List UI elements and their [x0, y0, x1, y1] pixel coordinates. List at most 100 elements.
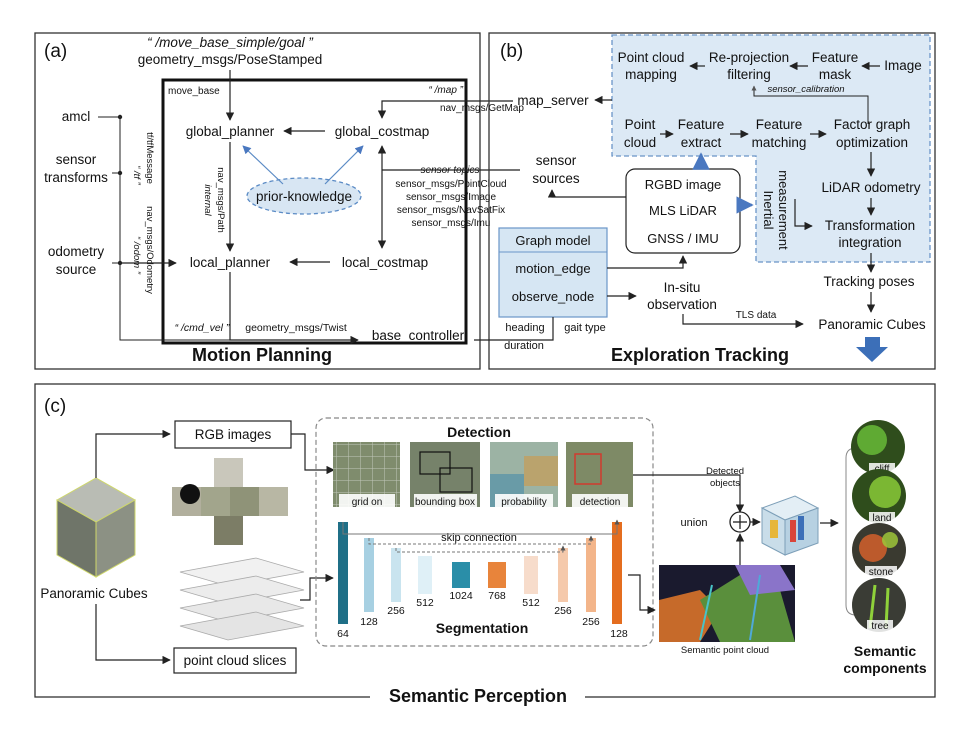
prior-knowledge-label: prior-knowledge: [256, 189, 352, 204]
thumb-label-probability: probability: [501, 497, 547, 508]
unet-block-6: [488, 562, 506, 588]
point-cloud-line2: cloud: [624, 135, 656, 150]
panoramic-cube-image: [55, 477, 137, 578]
global-costmap-node: global_costmap: [335, 124, 430, 139]
heading-label: heading: [505, 322, 544, 334]
detection-segmentation-region: [315, 417, 654, 647]
pc-mapping-line2: mapping: [625, 67, 677, 82]
factor-graph-line2: optimization: [836, 135, 908, 150]
panel-b-label: (b): [500, 41, 523, 62]
panel-motion-planning: (a) “ /move_base_simple/goal ” geometry_…: [34, 32, 589, 370]
move-base-label: move_base: [168, 86, 220, 97]
detection-thumbnails: grid on bounding box probability detecti…: [333, 442, 633, 509]
unet-channel-label-4: 512: [416, 597, 434, 609]
gait-type-label: gait type: [564, 322, 606, 334]
getmap-label: nav_msgs/GetMap: [440, 103, 524, 114]
unet-channel-label-2: 128: [360, 616, 378, 628]
inertial-line1: Inertial: [761, 190, 776, 229]
factor-graph-line1: Factor graph: [834, 117, 911, 132]
semantic-components: cliff land stone tree: [851, 420, 906, 632]
tracking-pipeline-region: [611, 34, 931, 263]
skip-connection-line-1: [342, 519, 620, 535]
detected-objects-line2: objects: [710, 478, 740, 489]
panel-c-label: (c): [44, 396, 66, 417]
unet-block-5: [452, 562, 470, 588]
unet-channel-label-3: 256: [387, 605, 405, 617]
motion-planning-title: Motion Planning: [192, 345, 332, 365]
unet-block-7: [524, 556, 538, 594]
semantic-components-line1: Semantic: [854, 643, 916, 659]
skip-connection-label: skip connection: [441, 532, 517, 544]
rgb-images-box: [174, 420, 292, 449]
move-base-box: [161, 78, 468, 345]
point-cloud-slices-label: point cloud slices: [184, 653, 287, 668]
gnss-label: GNSS / IMU: [647, 231, 719, 246]
component-stone-label: stone: [869, 567, 894, 578]
point-cloud-slices-image: [179, 557, 305, 641]
unet-channel-label-6: 768: [488, 590, 506, 602]
tls-data-label: TLS data: [736, 310, 777, 321]
feature-extract-line2: extract: [681, 135, 722, 150]
point-cloud-slices-box: [173, 647, 297, 674]
rgbd-label: RGBD image: [645, 177, 722, 192]
global-planner-node: global_planner: [186, 124, 275, 139]
sensor-transforms-line2: transforms: [44, 170, 108, 185]
tf-msg: tf/tfMessage: [144, 132, 155, 184]
unet-block-10: [612, 522, 622, 624]
local-planner-node: local_planner: [190, 255, 271, 270]
unet-channel-label-8: 256: [554, 605, 572, 617]
skip-connection-line-3: [395, 545, 566, 553]
segmentation-title: Segmentation: [436, 620, 529, 636]
detection-title: Detection: [447, 424, 511, 440]
amcl-node: amcl: [62, 109, 91, 124]
lidar-odometry-node: LiDAR odometry: [821, 180, 920, 195]
sensor-sources-line1: sensor: [536, 153, 577, 168]
panel-exploration-tracking: (b) Point cloud mapping Re-projection fi…: [474, 32, 936, 370]
semantic-point-cloud-label: Semantic point cloud: [681, 645, 769, 656]
map-server-node: map_server: [517, 93, 589, 108]
insitu-line1: In-situ: [664, 280, 701, 295]
unet-block-4: [418, 556, 432, 594]
feature-extract-line1: Feature: [678, 117, 725, 132]
observe-node-label: observe_node: [512, 289, 594, 304]
prior-knowledge-node: [246, 177, 362, 215]
odometry-line1: odometry: [48, 244, 105, 259]
sensor-msg-image: sensor_msgs/Image: [406, 192, 496, 203]
exploration-tracking-title: Exploration Tracking: [611, 345, 789, 365]
semantic-perception-title: Semantic Perception: [389, 686, 567, 706]
local-costmap-node: local_costmap: [342, 255, 428, 270]
motion-edge-label: motion_edge: [515, 261, 590, 276]
skip-connection-line-2: [368, 535, 594, 545]
unet-channel-label-1: 64: [337, 628, 349, 640]
unet-block-9: [586, 538, 596, 612]
panel-a-label: (a): [44, 41, 67, 62]
internal-label: internal: [202, 184, 213, 216]
reproj-line1: Re-projection: [709, 50, 789, 65]
panoramic-cubes-label: Panoramic Cubes: [40, 586, 148, 601]
odom-topic: “ /odom ”: [131, 236, 142, 275]
unet-block-3: [391, 548, 401, 602]
nav-path-label: nav_msgs/Path: [215, 167, 226, 232]
unet-channel-label-10: 128: [610, 628, 628, 640]
feature-mask-line2: mask: [819, 67, 852, 82]
image-node: Image: [884, 58, 922, 73]
reproj-line2: filtering: [727, 67, 771, 82]
detected-objects-line1: Detected: [706, 466, 744, 477]
semantic-components-line2: components: [843, 660, 926, 676]
unet-block-8: [558, 548, 568, 602]
feature-matching-line1: Feature: [756, 117, 803, 132]
component-tree-label: tree: [871, 621, 889, 632]
thumb-label-bounding-box: bounding box: [415, 497, 475, 508]
twist-msg: geometry_msgs/Twist: [245, 322, 347, 334]
inertial-line2: measurement: [776, 170, 791, 250]
point-cloud-line1: Point: [625, 117, 656, 132]
graph-model-box: [498, 227, 608, 318]
graph-model-title: Graph model: [515, 233, 590, 248]
sensor-sources-line2: sources: [532, 171, 580, 186]
panel-semantic-perception: (c) Panoramic Cubes RGB images: [34, 383, 936, 706]
component-tree-image: [852, 578, 906, 632]
unet-block-1: [338, 522, 348, 624]
odometry-line2: source: [56, 262, 97, 277]
union-label: union: [681, 517, 708, 529]
